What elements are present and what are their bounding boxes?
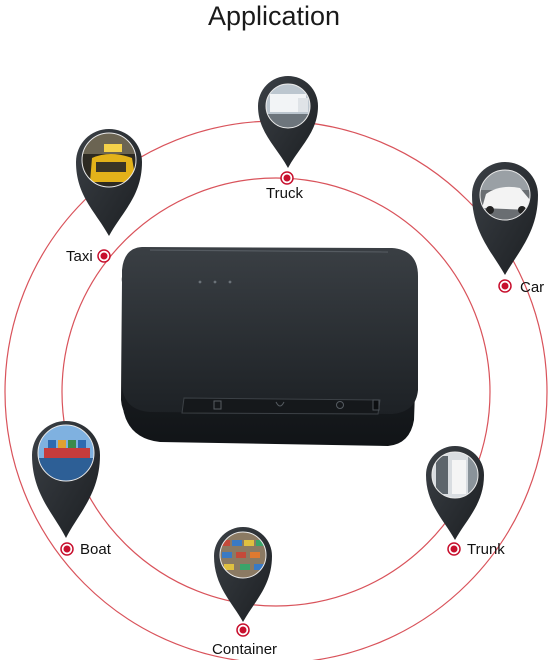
boat-dot	[60, 542, 74, 556]
label-container: Container	[212, 641, 278, 658]
trunk-pin	[426, 446, 484, 540]
label-truck: Truck	[266, 185, 303, 202]
label-trunk: Trunk	[467, 541, 505, 558]
trunk-dot	[447, 542, 461, 556]
car-dot	[498, 279, 512, 293]
led-3	[228, 280, 232, 284]
truck-dot	[280, 171, 294, 185]
led-1	[198, 280, 202, 284]
truck-pin	[258, 76, 318, 168]
container-dot	[236, 623, 250, 637]
label-car: Car	[520, 279, 545, 296]
label-taxi: Taxi	[66, 248, 93, 265]
taxi-pin	[76, 129, 142, 236]
boat-pin	[32, 421, 100, 538]
label-boat: Boat	[80, 541, 111, 558]
led-2	[213, 280, 217, 284]
taxi-dot	[97, 249, 111, 263]
location-dots	[60, 171, 512, 637]
page-title: Application	[207, 1, 341, 31]
gps-tracker-device	[121, 247, 418, 446]
car-pin	[471, 161, 538, 275]
inner-ring	[61, 177, 491, 607]
container-pin	[214, 527, 272, 622]
